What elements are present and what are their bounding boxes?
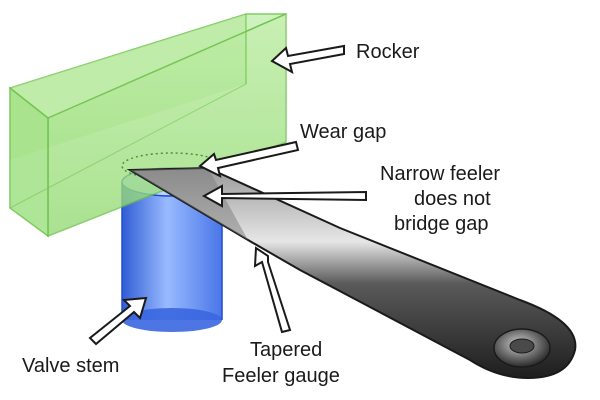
rocker-arrow-icon bbox=[270, 44, 345, 74]
valve-stem-label: Valve stem bbox=[22, 355, 119, 377]
rocker-label: Rocker bbox=[356, 41, 420, 63]
narrow-feeler-arrow-icon bbox=[201, 184, 367, 208]
label-arrows bbox=[88, 44, 367, 346]
wear-gap-label: Wear gap bbox=[300, 121, 386, 143]
tapered-label-line2: Feeler gauge bbox=[222, 365, 340, 387]
narrow-feeler-label-line3: bridge gap bbox=[394, 213, 489, 235]
rocker-shape bbox=[8, 12, 287, 238]
tapered-label-line1: Tapered bbox=[250, 339, 322, 361]
wear-gap-arrow-icon bbox=[198, 140, 300, 178]
narrow-feeler-label-line1: Narrow feeler bbox=[380, 163, 500, 185]
narrow-feeler-label-line2: does not bbox=[414, 188, 491, 210]
tapered-gauge-arrow-icon bbox=[253, 246, 292, 334]
feeler-gauge-shape bbox=[126, 166, 577, 380]
valve-stem-arrow-icon bbox=[88, 296, 148, 346]
